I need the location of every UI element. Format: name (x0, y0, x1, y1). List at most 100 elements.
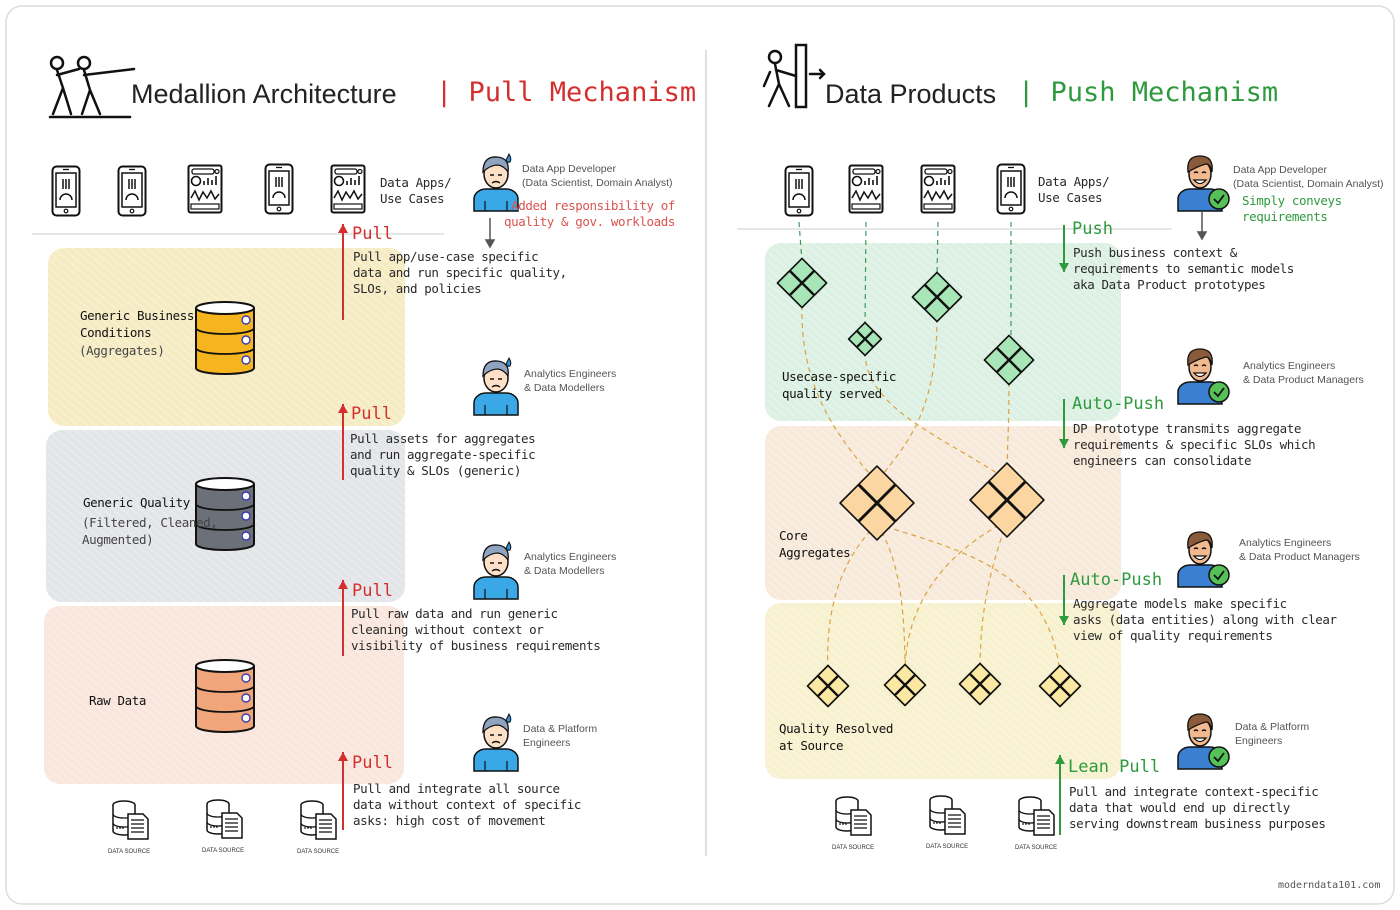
up-arrow-icon (338, 580, 348, 656)
data-product-diamond-cluster (983, 334, 1035, 386)
diamond (883, 674, 906, 696)
person-pushing-door-icon (762, 43, 826, 109)
data-product-diamond-cluster (776, 257, 828, 309)
down-arrow-icon (1059, 575, 1069, 625)
up-arrow-icon (338, 224, 348, 320)
phone-icon (996, 163, 1026, 215)
phone-icon (117, 165, 147, 217)
diamond (858, 465, 896, 503)
up-arrow-icon (338, 404, 348, 480)
data-product-diamond-cluster (969, 462, 1045, 538)
dashboard-icon (848, 164, 884, 214)
data-source-label: DATA SOURCE (297, 849, 340, 855)
data-source-label: DATA SOURCE (832, 845, 875, 851)
step-description: Pull raw data and run generic cleaning w… (351, 606, 601, 653)
role-label: Data & Platform Engineers (523, 723, 598, 749)
layer-label: Raw Data (89, 693, 147, 708)
apps-label: Data Apps/ Use Cases (1038, 174, 1110, 205)
step-description: Pull assets for aggregates and run aggre… (350, 431, 536, 478)
conveys-requirements-note: Simply conveys requirements (1242, 193, 1342, 224)
step-label: Auto-Push (1072, 394, 1165, 414)
dashed-connector (876, 317, 938, 483)
role-label: Data App Developer (Data Scientist, Doma… (522, 163, 673, 189)
diamond (806, 675, 829, 697)
layer-sublabel: (Aggregates) (79, 343, 165, 358)
step-label: Pull (352, 753, 393, 773)
dashed-connector (904, 520, 1008, 674)
database-cylinder-icon (195, 659, 255, 733)
phone-icon (51, 165, 81, 217)
dashed-connector (979, 520, 1008, 673)
data-source-label: DATA SOURCE (1015, 845, 1058, 851)
dashed-connector (798, 221, 803, 263)
diamond (983, 347, 1010, 373)
data-product-diamond-cluster (839, 465, 915, 541)
dashed-connector (936, 221, 939, 277)
data-product-diamond-cluster (911, 271, 963, 323)
data-product-diamond-cluster (883, 663, 927, 707)
dashed-connector (864, 351, 1008, 481)
diamond (996, 334, 1022, 361)
dashboard-icon (187, 164, 223, 214)
responsibility-note: Added responsibility of quality & gov. w… (503, 198, 675, 229)
diamond (988, 500, 1026, 538)
footer-credit: moderndata101.com (1278, 880, 1381, 891)
role-label: Data & Platform Engineers (1235, 721, 1310, 747)
database-cylinder-icon (195, 301, 255, 375)
step-description: Pull app/use-case specific data and run … (353, 249, 567, 296)
layer-label: Usecase-specific quality served (782, 369, 897, 401)
apps-label: Data Apps/ Use Cases (380, 175, 452, 206)
diamond (996, 359, 1022, 386)
data-product-diamond-cluster (847, 321, 883, 357)
diamond (969, 481, 1007, 519)
diamond (877, 484, 915, 522)
step-description: Aggregate models make specific asks (dat… (1073, 596, 1337, 643)
diamond (847, 330, 866, 348)
step-label: Pull (351, 404, 392, 424)
left-title: Medallion Architecture (131, 79, 397, 109)
dashed-connector (1006, 381, 1010, 479)
dashed-connector (876, 523, 1061, 675)
diamond (1007, 481, 1045, 519)
diamond (911, 284, 938, 310)
data-source-label: DATA SOURCE (926, 844, 969, 850)
dashed-connector (827, 523, 878, 675)
dashed-connector (801, 304, 878, 483)
step-label: Push (1072, 219, 1113, 239)
step-description: Pull and integrate context-specific data… (1069, 784, 1326, 831)
right-mechanism-title: | Push Mechanism (1018, 77, 1279, 108)
dashboard-icon (920, 164, 956, 214)
role-label: Analytics Engineers & Data Product Manag… (1239, 537, 1360, 563)
role-label: Analytics Engineers & Data Modellers (524, 551, 617, 577)
layer-label: Core Aggregates (779, 528, 851, 560)
step-label: Pull (352, 581, 393, 601)
role-label: Data App Developer (Data Scientist, Doma… (1233, 164, 1384, 190)
step-label: Lean Pull (1068, 757, 1161, 777)
step-description: Push business context & requirements to … (1073, 245, 1294, 292)
phone-icon (784, 165, 814, 217)
diamond (988, 462, 1026, 500)
diamond (958, 673, 981, 695)
diamond (1038, 675, 1061, 697)
layer-sublabel: (Filtered, Cleaned, Augmented) (82, 515, 218, 547)
step-label: Pull (352, 224, 393, 244)
data-source-label: DATA SOURCE (108, 849, 151, 855)
diamond (1008, 347, 1035, 373)
diamond (924, 296, 950, 323)
developer-down-arrow (484, 212, 1208, 249)
data-product-diamond-cluster (806, 664, 850, 708)
step-description: Pull and integrate all source data witho… (353, 781, 582, 828)
layer-label: Generic Business Conditions (80, 308, 195, 340)
tug-of-war-icon (48, 55, 136, 119)
step-label: Auto-Push (1070, 570, 1163, 590)
diamond (776, 270, 803, 296)
right-title: Data Products (825, 79, 997, 109)
diamond (936, 284, 963, 310)
data-product-diamond-cluster (1038, 664, 1082, 708)
database-cylinder-icon (195, 477, 255, 551)
diamond (789, 257, 815, 284)
down-arrow-icon (1059, 225, 1069, 272)
phone-icon (264, 163, 294, 215)
diamond (924, 271, 950, 298)
